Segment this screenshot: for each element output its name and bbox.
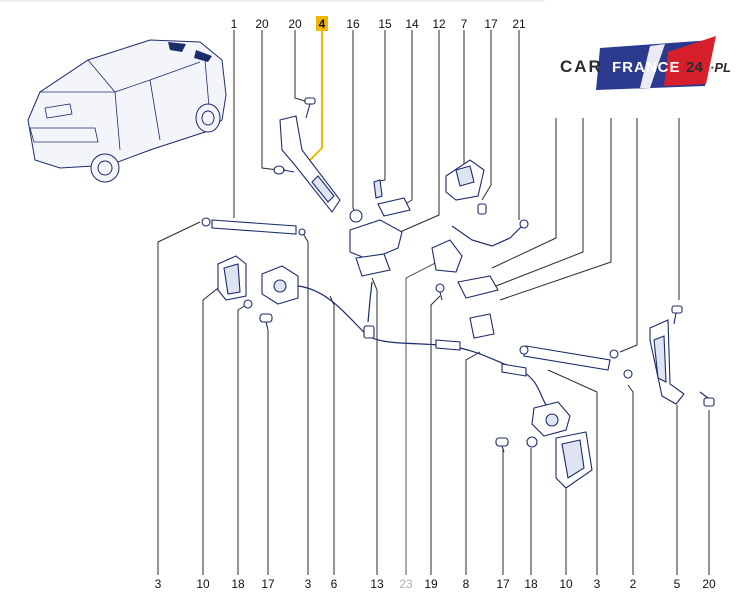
clip-part — [469, 313, 495, 339]
parts — [201, 97, 715, 489]
lock-assembly — [349, 179, 411, 277]
label-8-bottom: 8 — [463, 577, 470, 591]
label-17-bottom-a: 17 — [261, 577, 275, 591]
logo-text-suffix: ·PL — [710, 60, 731, 75]
bolt-20-right — [671, 305, 683, 325]
lock-right — [531, 401, 571, 437]
label-15-top: 15 — [378, 17, 392, 31]
highlight-leader-4 — [309, 30, 323, 161]
bolt-17-left — [259, 313, 273, 331]
label-2-bottom: 2 — [630, 577, 637, 591]
label-17-top: 17 — [484, 17, 498, 31]
bracket-7 — [445, 159, 487, 215]
bolt-20-lower — [699, 391, 715, 407]
car-highlight-front — [168, 42, 186, 52]
hinge-10-right — [555, 431, 593, 489]
label-18-bottom-b: 18 — [524, 577, 538, 591]
label-18-bottom-a: 18 — [231, 577, 245, 591]
label-14-top: 14 — [405, 17, 419, 31]
carfrance-logo: CAR FRANCE 24 ·PL — [560, 36, 731, 90]
gas-spring-2 — [519, 345, 633, 379]
label-12-top: 12 — [432, 17, 446, 31]
label-21-top: 21 — [512, 17, 526, 31]
label-10-bottom-a: 10 — [196, 577, 210, 591]
label-4-highlight-box — [316, 16, 328, 31]
label-4-top: 4 — [319, 17, 326, 31]
label-20-top-a: 20 — [255, 17, 269, 31]
wiring-21 — [451, 225, 523, 247]
washer-18-left — [243, 299, 253, 309]
label-1-top: 1 — [231, 17, 238, 31]
logo-text-right: 24 — [686, 59, 703, 76]
label-3-bottom-b: 3 — [305, 577, 312, 591]
label-19-bottom: 19 — [424, 577, 438, 591]
label-6-bottom: 6 — [331, 577, 338, 591]
cable-13 — [367, 281, 373, 323]
leader-lines-bottom — [157, 118, 710, 575]
connector-part — [457, 275, 499, 299]
label-10-bottom-b: 10 — [559, 577, 573, 591]
bolt-20-left — [273, 165, 295, 175]
label-7-top: 7 — [461, 17, 468, 31]
washer-18-right — [526, 436, 538, 448]
car-illustration — [27, 39, 227, 183]
label-16-top: 16 — [346, 17, 360, 31]
gas-spring-1 — [201, 217, 306, 236]
label-3-bottom-c: 3 — [594, 577, 601, 591]
bolt-20-top — [304, 97, 316, 119]
label-17-bottom-b: 17 — [496, 577, 510, 591]
logo-text-left: CAR — [560, 57, 603, 76]
car-highlight-rear — [194, 50, 212, 62]
label-23-bottom: 23 — [399, 577, 413, 591]
hinge-10-left — [217, 255, 247, 301]
sensor-block — [431, 239, 463, 273]
top-labels: 1 20 20 4 16 15 14 12 7 17 21 — [231, 16, 526, 31]
release-cable — [297, 285, 549, 409]
label-20-bottom: 20 — [702, 577, 716, 591]
bottom-labels: 3 10 18 17 3 6 13 23 19 8 17 18 10 3 2 5… — [155, 577, 716, 591]
hinge-5-right — [649, 319, 685, 405]
label-5-bottom: 5 — [674, 577, 681, 591]
label-13-bottom: 13 — [370, 577, 384, 591]
strut-4 — [279, 115, 341, 213]
bolt-17-right — [495, 437, 509, 453]
leader-lines-top — [233, 30, 520, 233]
label-3-bottom-a: 3 — [155, 577, 162, 591]
label-20-top-b: 20 — [288, 17, 302, 31]
logo-text-mid: FRANCE — [612, 59, 681, 76]
lock-left — [261, 265, 299, 305]
